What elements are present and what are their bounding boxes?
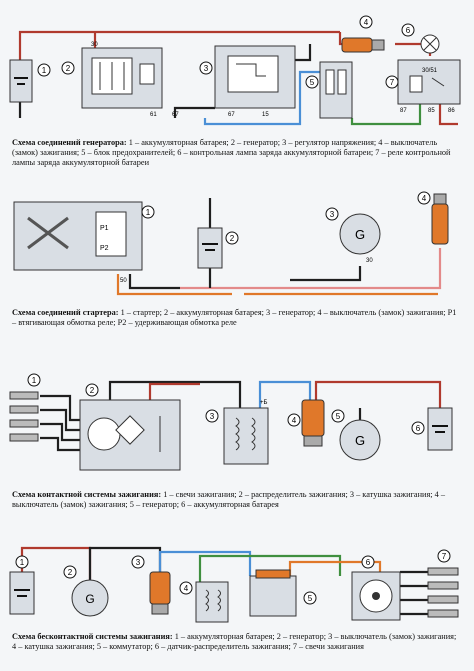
- commutator: [249, 569, 297, 617]
- label-1: 1: [146, 208, 151, 217]
- contact-ignition-panel: 1 2 3 +Б 4: [0, 360, 474, 520]
- generator-caption: Схема соединений генератора: 1 – аккумул…: [12, 138, 460, 169]
- generator-symbol: [71, 579, 109, 617]
- starter-caption-title: Схема соединений стартера:: [12, 308, 119, 317]
- terminal-30: 30: [91, 42, 98, 48]
- battery-symbol: [197, 227, 223, 269]
- fuse-block: [319, 61, 353, 119]
- generator-symbol: [339, 419, 381, 461]
- lamp-relay: [397, 59, 461, 105]
- contactless-ignition-diagram: 1 G 2 3 4: [9, 546, 459, 623]
- terminal-50: 50: [120, 278, 127, 284]
- contact-ignition-caption-text: 1 – свечи зажигания; 2 – распределитель …: [12, 490, 446, 510]
- ignition-switch: [341, 37, 385, 53]
- label-2: 2: [66, 64, 71, 73]
- label-2: 2: [90, 386, 95, 395]
- generator-g-label: G: [355, 433, 365, 448]
- label-3: 3: [210, 412, 215, 421]
- generator-box: [81, 47, 163, 109]
- ignition-switch: [149, 571, 171, 615]
- label-7: 7: [390, 78, 395, 87]
- winding-p2: P2: [100, 245, 109, 252]
- terminal-15: 15: [262, 112, 269, 118]
- label-5: 5: [336, 412, 341, 421]
- spark-plugs: [9, 391, 39, 442]
- label-6: 6: [416, 424, 421, 433]
- generator-diagram: 1 2 30 61 67 3 67 15: [9, 15, 461, 126]
- battery-symbol: [427, 407, 453, 451]
- label-4: 4: [184, 584, 189, 593]
- ignition-coil: [195, 581, 229, 623]
- label-2: 2: [68, 568, 73, 577]
- starter-diagram: 1 P1 P2 50 2 G 3 30: [13, 191, 449, 296]
- contactless-ignition-panel: 1 G 2 3 4: [0, 532, 474, 671]
- label-3: 3: [136, 558, 141, 567]
- terminal-30: 30: [366, 258, 373, 264]
- generator-symbol: [339, 213, 381, 255]
- generator-caption-title: Схема соединений генератора:: [12, 138, 127, 147]
- label-1: 1: [42, 66, 47, 75]
- contact-ignition-diagram: 1 2 3 +Б 4: [9, 373, 453, 471]
- label-6: 6: [406, 26, 411, 35]
- label-4: 4: [422, 194, 427, 203]
- generator-caption-text: 1 – аккумуляторная батарея; 2 – генерато…: [12, 138, 451, 168]
- ignition-coil: [223, 407, 269, 465]
- battery-symbol: [9, 59, 33, 103]
- distributor-sensor: [351, 571, 401, 621]
- label-4: 4: [292, 416, 297, 425]
- distributor: [79, 399, 181, 471]
- terminal-67a: 67: [172, 112, 179, 118]
- starter-box: [13, 201, 143, 271]
- label-4: 4: [364, 18, 369, 27]
- contactless-ignition-caption-text: 1 – аккумуляторная батарея; 2 – генерато…: [12, 632, 457, 652]
- voltage-regulator: [214, 45, 296, 109]
- winding-p1: P1: [100, 225, 109, 232]
- terminal-85: 85: [428, 108, 435, 114]
- label-3: 3: [330, 210, 335, 219]
- starter-panel: 1 P1 P2 50 2 G 3 30: [0, 188, 474, 338]
- terminal-67b: 67: [228, 112, 235, 118]
- battery-symbol: [9, 571, 35, 615]
- terminal-plus-b: +Б: [260, 400, 268, 406]
- generator-g-label: G: [85, 592, 94, 606]
- label-6: 6: [366, 558, 371, 567]
- generator-panel: 1 2 30 61 67 3 67 15: [0, 0, 474, 170]
- label-1: 1: [32, 376, 37, 385]
- label-1: 1: [20, 558, 25, 567]
- label-2: 2: [230, 234, 235, 243]
- charge-lamp: [420, 34, 440, 54]
- contact-ignition-caption-title: Схема контактной системы зажигания:: [12, 490, 162, 499]
- terminal-30-51: 30/51: [422, 68, 438, 74]
- label-5: 5: [310, 78, 315, 87]
- contactless-ignition-caption-title: Схема бесконтактной системы зажигания:: [12, 632, 173, 641]
- ignition-switch: [301, 399, 325, 447]
- terminal-61: 61: [150, 112, 157, 118]
- ignition-switch: [431, 193, 449, 245]
- contact-ignition-caption: Схема контактной системы зажигания: 1 – …: [12, 490, 460, 510]
- starter-caption-text: 1 – стартер; 2 – аккумуляторная батарея;…: [12, 308, 457, 328]
- starter-caption: Схема соединений стартера: 1 – стартер; …: [12, 308, 460, 328]
- label-5: 5: [308, 594, 313, 603]
- label-3: 3: [204, 64, 209, 73]
- spark-plugs: [427, 567, 459, 618]
- generator-g-label: G: [355, 227, 365, 242]
- contactless-ignition-caption: Схема бесконтактной системы зажигания: 1…: [12, 632, 460, 652]
- terminal-87: 87: [400, 108, 407, 114]
- terminal-86: 86: [448, 108, 455, 114]
- label-7: 7: [442, 552, 447, 561]
